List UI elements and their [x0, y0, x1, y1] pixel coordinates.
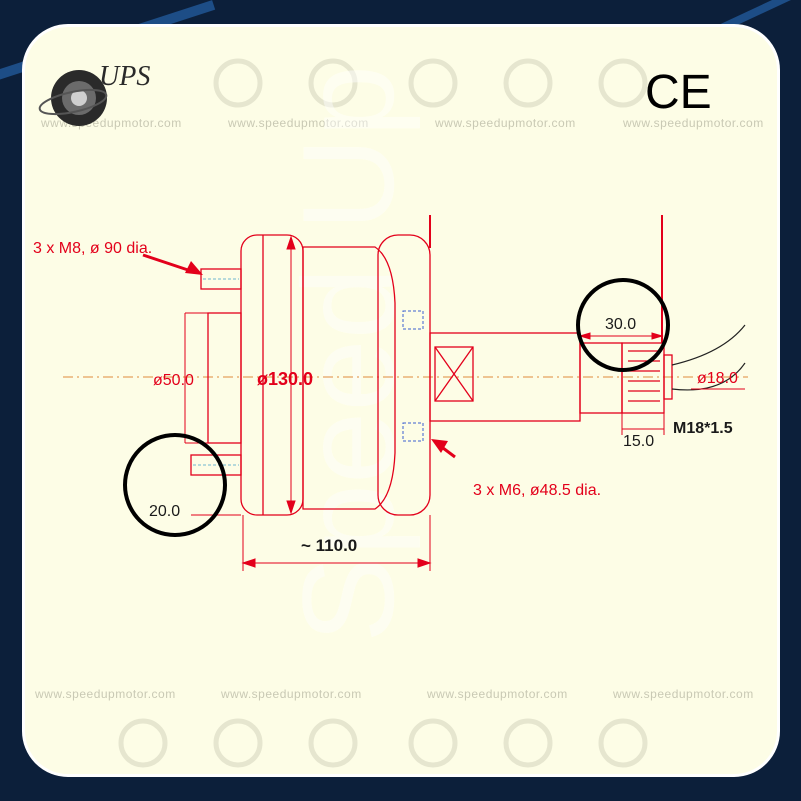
- cable: [671, 362, 746, 391]
- ce-mark: CE: [645, 66, 712, 119]
- watermark-text: www.speedupmotor.com: [434, 116, 576, 130]
- watermark-text: www.speedupmotor.com: [622, 116, 764, 130]
- dim-width-110: ~ 110.0: [301, 536, 357, 555]
- m8-holes-label: 3 x M8, ø 90 dia.: [33, 240, 152, 257]
- dim-len-20: 20.0: [149, 503, 180, 520]
- motor-drawing: www.speedupmotor.com www.speedupmotor.co…: [33, 58, 764, 768]
- watermark-text: www.speedupmotor.com: [426, 687, 568, 701]
- m8-bolt-holes: [193, 278, 239, 466]
- watermark-row-top: www.speedupmotor.com www.speedupmotor.co…: [40, 58, 764, 130]
- m6-bolt-holes: [402, 310, 424, 442]
- drawing-card: www.speedupmotor.com www.speedupmotor.co…: [22, 24, 780, 777]
- logo-text: UPS: [99, 61, 150, 92]
- company-logo: [38, 70, 108, 126]
- dimension-lines: [184, 235, 745, 571]
- watermark-text: www.speedupmotor.com: [220, 687, 362, 701]
- watermark-row-bottom: www.speedupmotor.com www.speedupmotor.co…: [34, 687, 754, 768]
- dim-len-30: 30.0: [605, 316, 636, 333]
- dim-dia-18: ø18.0: [697, 370, 738, 387]
- watermark-text: www.speedupmotor.com: [34, 687, 176, 701]
- watermark-big-text: Speed Up: [275, 65, 421, 643]
- watermark-text: www.speedupmotor.com: [612, 687, 754, 701]
- motor-body: [190, 215, 673, 516]
- dim-len-15: 15.0: [623, 433, 654, 450]
- thread-label: M18*1.5: [673, 420, 733, 437]
- highlight-circle: [123, 433, 227, 537]
- m6-holes-label: 3 x M6, ø48.5 dia.: [473, 482, 601, 499]
- dim-dia-50: ø50.0: [153, 372, 194, 389]
- highlight-circle: [576, 278, 670, 372]
- watermark-text: www.speedupmotor.com: [227, 116, 369, 130]
- cable: [671, 324, 746, 366]
- annotation-arrows: [142, 253, 456, 459]
- dim-dia-130: ø130.0: [257, 369, 313, 389]
